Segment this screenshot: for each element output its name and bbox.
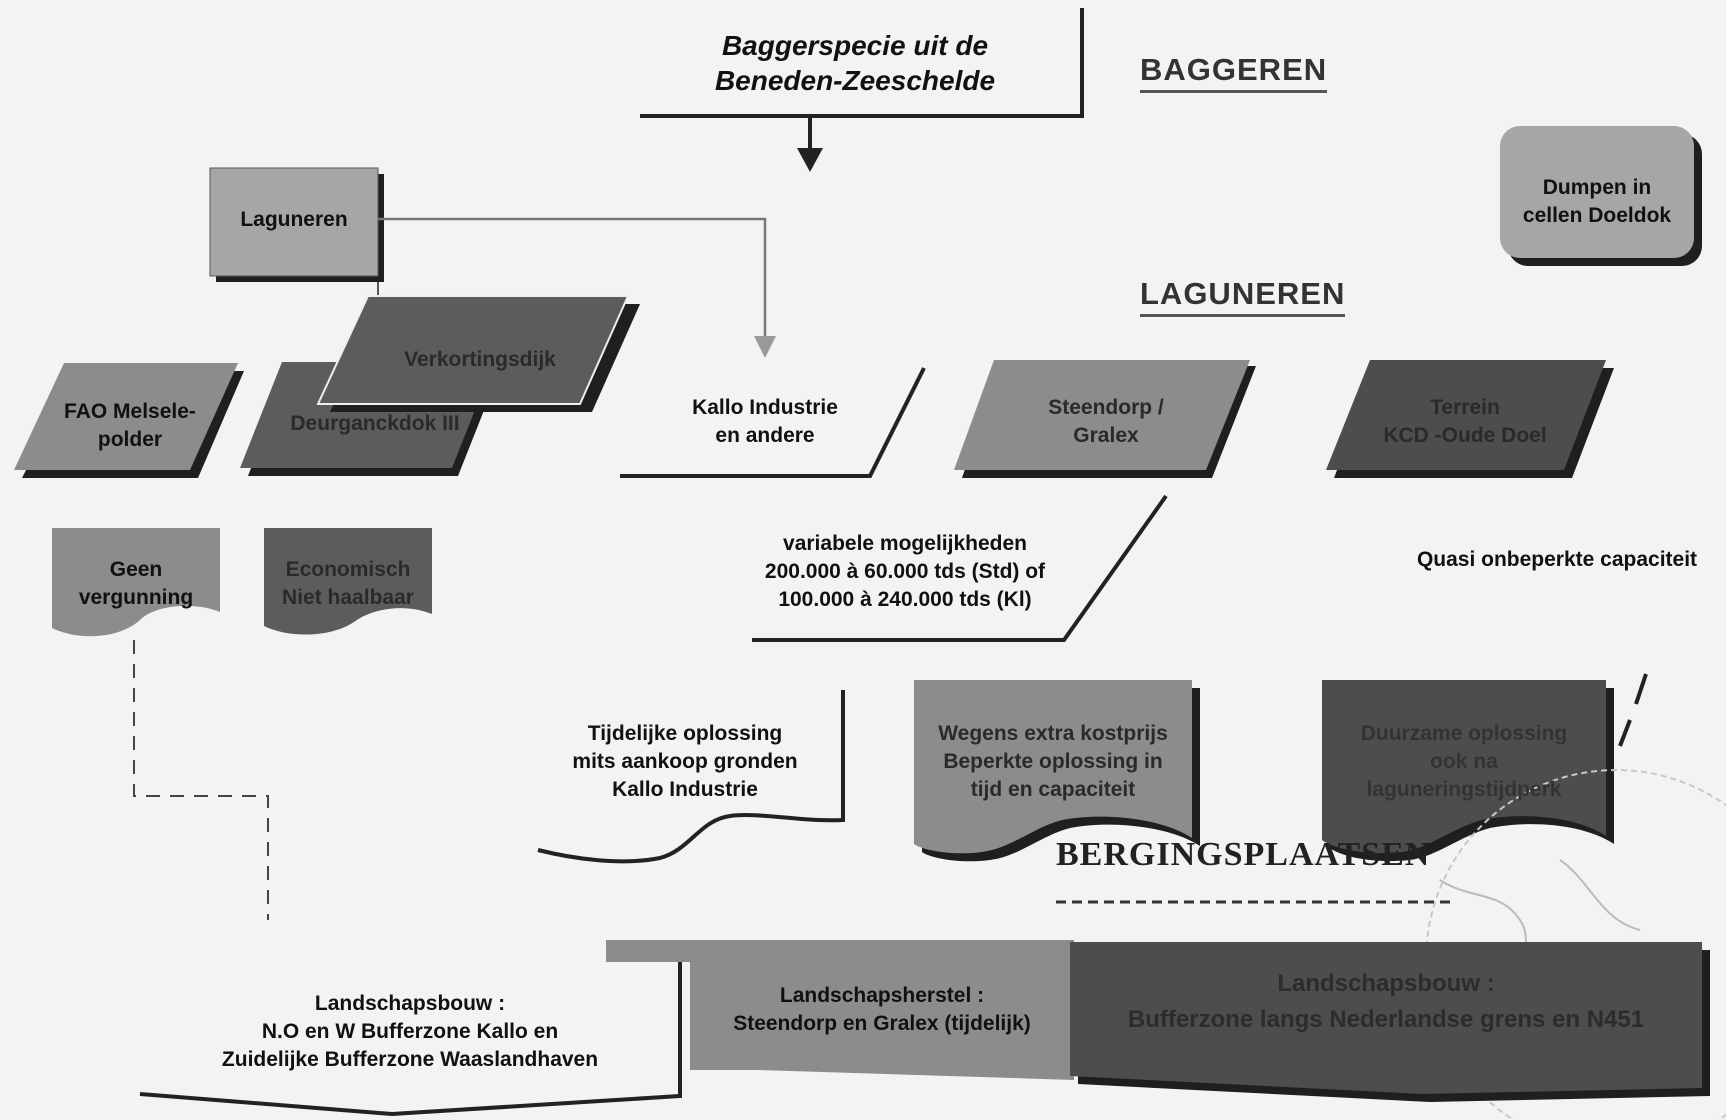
fao-label: FAO Melsele- polder — [30, 398, 230, 454]
kallo-line-1: Kallo Industrie — [692, 396, 838, 419]
tijd-line-1: Tijdelijke oplossing — [587, 722, 783, 745]
fao-line-1: FAO Melsele- — [64, 400, 196, 423]
bufferzone-line-2: Bufferzone langs Nederlandse grens en N4… — [1127, 1006, 1645, 1033]
capacity-line-2: 200.000 à 60.000 tds (Std) of — [764, 560, 1046, 583]
steendorp-line-2: Gralex — [1073, 424, 1139, 447]
landschapsherstel-line-1: Landschapsherstel : — [779, 984, 985, 1007]
landschapsbouw-outline — [139, 962, 682, 1117]
kallo-shape — [620, 367, 926, 478]
econ-line-2: Niet haalbaar — [282, 586, 414, 609]
laguneren-box — [209, 167, 384, 282]
steendorp-shape — [954, 360, 1256, 478]
kallo-label: Kallo Industrie en andere — [660, 394, 870, 450]
wegens-line-2: Beperkte oplossing in — [943, 750, 1163, 773]
econ-doc — [264, 528, 432, 635]
laguneren-label: Laguneren — [240, 208, 348, 231]
landschapsherstel-block — [606, 940, 1074, 1080]
fao-shape — [14, 363, 244, 478]
duur-line-1: Duurzame oplossing — [1360, 722, 1568, 745]
landschapsbouw-line-3: Zuidelijke Bufferzone Waaslandhaven — [221, 1048, 599, 1071]
fao-line-2: polder — [97, 428, 163, 451]
wegens-line-1: Wegens extra kostprijs — [938, 722, 1168, 745]
terrein-line-1: Terrein — [1430, 396, 1500, 419]
tijd-doc — [537, 690, 845, 864]
geen-line-1: Geen — [109, 558, 163, 581]
dumpen-label: Dumpen in cellen Doeldok — [1500, 174, 1694, 230]
landschapsbouw-line-2: N.O en W Bufferzone Kallo en — [261, 1020, 559, 1043]
landschapsbouw-label: Landschapsbouw : N.O en W Bufferzone Kal… — [150, 990, 670, 1074]
capacity-label: variabele mogelijkheden 200.000 à 60.000… — [730, 530, 1080, 614]
source-line-1: Baggerspecie uit de — [721, 30, 989, 61]
tijd-line-3: Kallo Industrie — [612, 778, 758, 801]
econ-line-1: Economisch — [285, 558, 411, 581]
geen-dashed-connector — [133, 640, 269, 920]
geen-label: Geen vergunning — [52, 556, 220, 612]
deurganck-label: Deurganckdok III — [290, 412, 460, 435]
geen-doc — [52, 528, 220, 637]
terrein-shape — [1326, 360, 1614, 478]
landschapsbouw-line-1: Landschapsbouw : — [314, 992, 506, 1015]
landschapsherstel-line-2: Steendorp en Gralex (tijdelijk) — [733, 1012, 1031, 1035]
laguneren-connector — [377, 217, 776, 358]
section-bergingsplaatsen: BERGINGSPLAATSEN — [1056, 836, 1431, 873]
dredge-arrow — [797, 116, 823, 172]
duur-line-2: ook na — [1430, 750, 1498, 773]
duur-label: Duurzame oplossing ook na laguneringstij… — [1322, 720, 1606, 804]
source-line-2: Beneden-Zeeschelde — [714, 65, 996, 96]
duur-doc — [1322, 680, 1614, 862]
kallo-line-2: en andere — [715, 424, 815, 447]
tijd-label: Tijdelijke oplossing mits aankoop gronde… — [540, 720, 830, 804]
steendorp-label: Steendorp / Gralex — [1006, 394, 1206, 450]
section-baggeren: BAGGEREN — [1140, 52, 1328, 93]
tijd-line-2: mits aankoop gronden — [572, 750, 798, 773]
source-bracket — [640, 8, 1084, 118]
econ-label: Economisch Niet haalbaar — [264, 556, 432, 612]
terrein-line-2: KCD -Oude Doel — [1383, 424, 1547, 447]
section-laguneren: LAGUNEREN — [1140, 276, 1346, 317]
dumpen-line-1: Dumpen in — [1542, 176, 1652, 199]
wegens-label: Wegens extra kostprijs Beperkte oplossin… — [914, 720, 1192, 804]
verkorting-shape — [316, 295, 640, 412]
bufferzone-line-1: Landschapsbouw : — [1277, 970, 1495, 997]
bufferzone-label: Landschapsbouw : Bufferzone langs Nederl… — [1074, 966, 1698, 1038]
terrein-label: Terrein KCD -Oude Doel — [1360, 394, 1570, 450]
landschapsherstel-label: Landschapsherstel : Steendorp en Gralex … — [696, 982, 1068, 1038]
capacity-line-3: 100.000 à 240.000 tds (Kl) — [778, 588, 1032, 611]
wegens-line-3: tijd en capaciteit — [970, 778, 1136, 801]
dumpen-line-2: cellen Doeldok — [1522, 204, 1672, 227]
capacity-line-1: variabele mogelijkheden — [783, 532, 1027, 555]
wegens-doc — [914, 680, 1200, 862]
duur-line-3: laguneringstijdperk — [1366, 778, 1562, 801]
source-title: Baggerspecie uit de Beneden-Zeeschelde — [680, 28, 1030, 98]
bufferzone-block — [1070, 942, 1710, 1102]
steendorp-line-1: Steendorp / — [1048, 396, 1164, 419]
verkorting-label: Verkortingsdijk — [404, 348, 556, 371]
geen-line-2: vergunning — [78, 586, 194, 609]
dumpen-box — [1500, 126, 1702, 266]
capacity-shape — [752, 494, 1168, 642]
quasi-label: Quasi onbeperkte capaciteit — [1416, 548, 1698, 571]
